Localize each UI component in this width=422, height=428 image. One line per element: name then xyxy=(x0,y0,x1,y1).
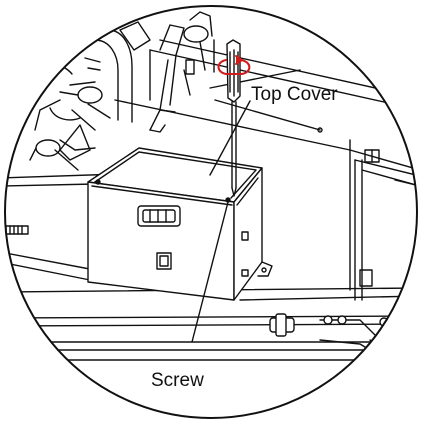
screw-leader-line xyxy=(191,201,229,343)
magnified-view xyxy=(5,11,417,361)
rotation-arrow-icon xyxy=(217,55,251,75)
top-cover-leader-line xyxy=(209,100,251,176)
vent-slots xyxy=(5,225,29,235)
screw-label: Screw xyxy=(151,370,204,391)
magnifier-circle xyxy=(4,5,418,419)
control-box xyxy=(87,147,273,301)
pipes-and-valves xyxy=(19,11,215,171)
right-bracket xyxy=(349,139,417,301)
top-cover-label: Top Cover xyxy=(251,84,338,105)
